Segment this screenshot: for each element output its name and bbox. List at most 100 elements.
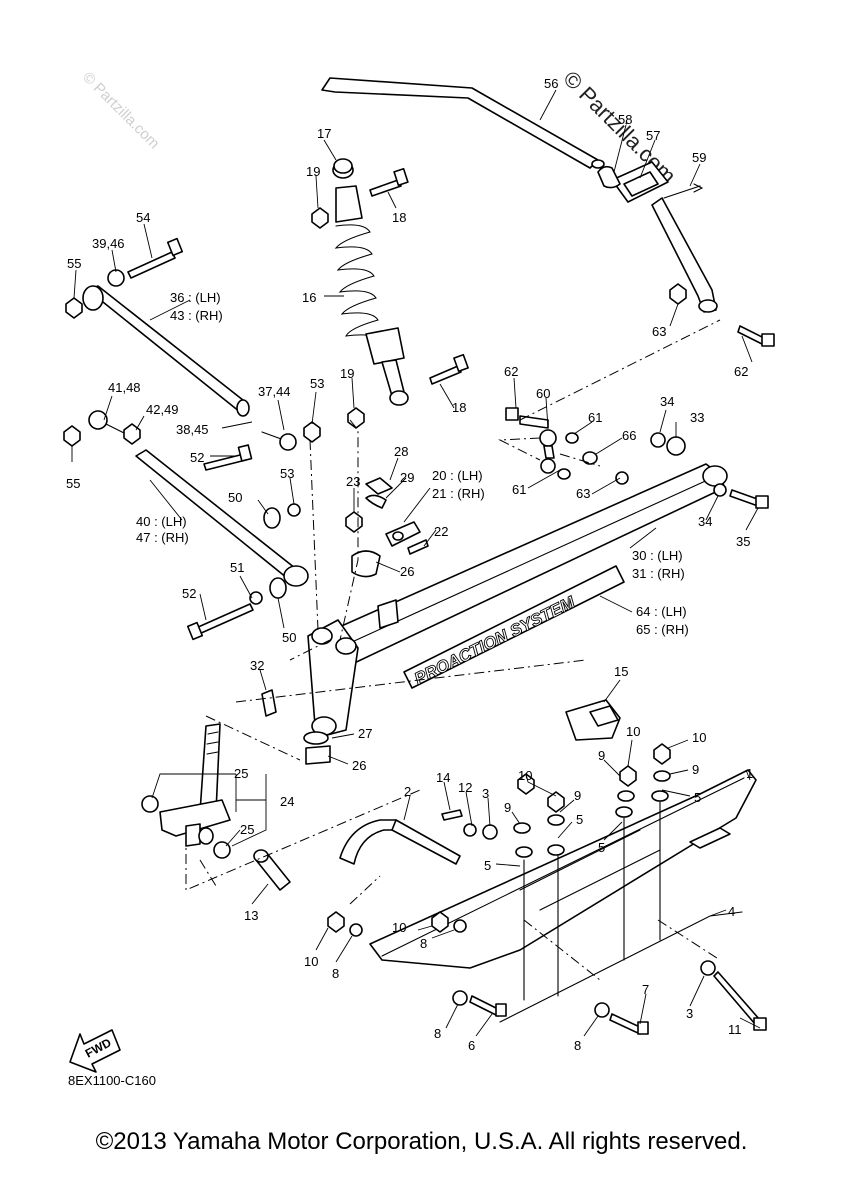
callout-8-b: 8	[420, 936, 427, 951]
callout-41-48: 41,48	[108, 380, 141, 395]
shock-collar	[333, 158, 353, 174]
watermark-brand: © Partzilla.com	[558, 66, 681, 189]
callout-34-lower: 34	[698, 514, 712, 529]
stopper-link	[345, 477, 429, 555]
callout-55-upper: 55	[67, 256, 81, 271]
callout-50-upper: 50	[228, 490, 242, 505]
callout-21-rh: 21 : (RH)	[432, 486, 485, 501]
callout-18-upper: 18	[392, 210, 406, 225]
callout-7: 7	[642, 982, 649, 997]
callout-10-e: 10	[392, 920, 406, 935]
callout-60: 60	[536, 386, 550, 401]
callout-10-a: 10	[626, 724, 640, 739]
callout-5-a: 5	[694, 790, 701, 805]
callout-36-lh: 36 : (LH)	[170, 290, 221, 305]
callout-51: 51	[230, 560, 244, 575]
callout-64-lh: 64 : (LH)	[636, 604, 687, 619]
callout-6: 6	[468, 1038, 475, 1053]
callout-25-upper: 25	[234, 766, 248, 781]
spindle-housing	[307, 619, 359, 739]
stabilizer-bracket	[611, 161, 669, 203]
callout-27: 27	[358, 726, 372, 741]
callout-3-upper: 3	[482, 786, 489, 801]
callout-9-b: 9	[692, 762, 699, 777]
callout-61-lower: 61	[512, 482, 526, 497]
ski-handle	[339, 819, 461, 865]
assembly-lines	[185, 319, 721, 981]
callout-50-lower: 50	[282, 630, 296, 645]
callout-52-lower: 52	[182, 586, 196, 601]
callout-2: 2	[404, 784, 411, 799]
callout-8-c: 8	[434, 1026, 441, 1041]
watermark-repeat: © Partzilla.com	[79, 69, 162, 152]
shock-bolt-upper	[369, 167, 409, 197]
stabilizer-link	[505, 407, 579, 480]
callout-19-upper: 19	[306, 164, 320, 179]
upper-arm-bushing	[107, 269, 125, 287]
callout-11: 11	[728, 1022, 742, 1037]
callout-24: 24	[280, 794, 294, 809]
leader-lines	[71, 89, 761, 1037]
callout-29: 29	[400, 470, 414, 485]
callout-34-upper: 34	[660, 394, 674, 409]
callout-33: 33	[690, 410, 704, 425]
callout-25-lower: 25	[240, 822, 254, 837]
stabilizer-bar	[321, 77, 718, 313]
callout-1: 1	[746, 766, 753, 781]
grease-nipple	[261, 689, 277, 717]
callout-14: 14	[436, 770, 450, 785]
lower-arm-bolt-upper	[261, 421, 321, 451]
callout-17: 17	[317, 126, 331, 141]
upper-arm-bolt	[127, 237, 184, 279]
callout-16: 16	[302, 290, 316, 305]
callout-9-a: 9	[598, 748, 605, 763]
callout-63-upper: 63	[652, 324, 666, 339]
callout-31-rh: 31 : (RH)	[632, 566, 685, 581]
lower-arm-front-bolt	[186, 603, 254, 641]
forward-arrow-icon: FWD	[69, 1029, 121, 1073]
callout-61-upper: 61	[588, 410, 602, 425]
callout-5-c: 5	[598, 840, 605, 855]
callout-62-left: 62	[504, 364, 518, 379]
ski-bolts	[469, 801, 767, 1035]
callout-65-rh: 65 : (RH)	[636, 622, 689, 637]
callout-12: 12	[458, 780, 472, 795]
lower-arm-bolt	[203, 444, 253, 471]
callout-30-lh: 30 : (LH)	[632, 548, 683, 563]
callout-43-rh: 43 : (RH)	[170, 308, 223, 323]
callout-56: 56	[544, 76, 558, 91]
lower-arm-nuts	[63, 423, 141, 447]
callout-40-lh: 40 : (LH)	[136, 514, 187, 529]
shock-nuts	[311, 207, 365, 429]
stabilizer-pin	[663, 183, 704, 199]
ski-cushion	[565, 699, 621, 741]
callout-63-lower: 63	[576, 486, 590, 501]
upper-arm-nut	[65, 297, 83, 319]
callout-53-lower: 53	[280, 466, 294, 481]
callout-54: 54	[136, 210, 150, 225]
callout-59: 59	[692, 150, 706, 165]
callout-20-lh: 20 : (LH)	[432, 468, 483, 483]
rear-mount-parts	[582, 283, 775, 509]
callout-labels: 56 58 57 59 17 19 18 54 39,46 55 36 : (L…	[66, 76, 753, 1053]
callout-23: 23	[346, 474, 360, 489]
callout-9-c: 9	[504, 800, 511, 815]
callout-57: 57	[646, 128, 660, 143]
callout-32: 32	[250, 658, 264, 673]
lower-arm-rod	[135, 449, 309, 587]
callout-10-c: 10	[518, 768, 532, 783]
callout-26-lower: 26	[352, 758, 366, 773]
upper-arm-rod	[82, 285, 250, 417]
ski-washers-nuts	[327, 743, 716, 1018]
callout-35: 35	[736, 534, 750, 549]
ski-spindle	[159, 723, 231, 847]
callout-38-45: 38,45	[176, 422, 209, 437]
callout-4: 4	[728, 904, 735, 919]
callout-55-lower: 55	[66, 476, 80, 491]
callout-5-d: 5	[484, 858, 491, 873]
spindle-bushings	[303, 550, 381, 765]
callout-5-b: 5	[576, 812, 583, 827]
callout-15: 15	[614, 664, 628, 679]
callout-28: 28	[394, 444, 408, 459]
